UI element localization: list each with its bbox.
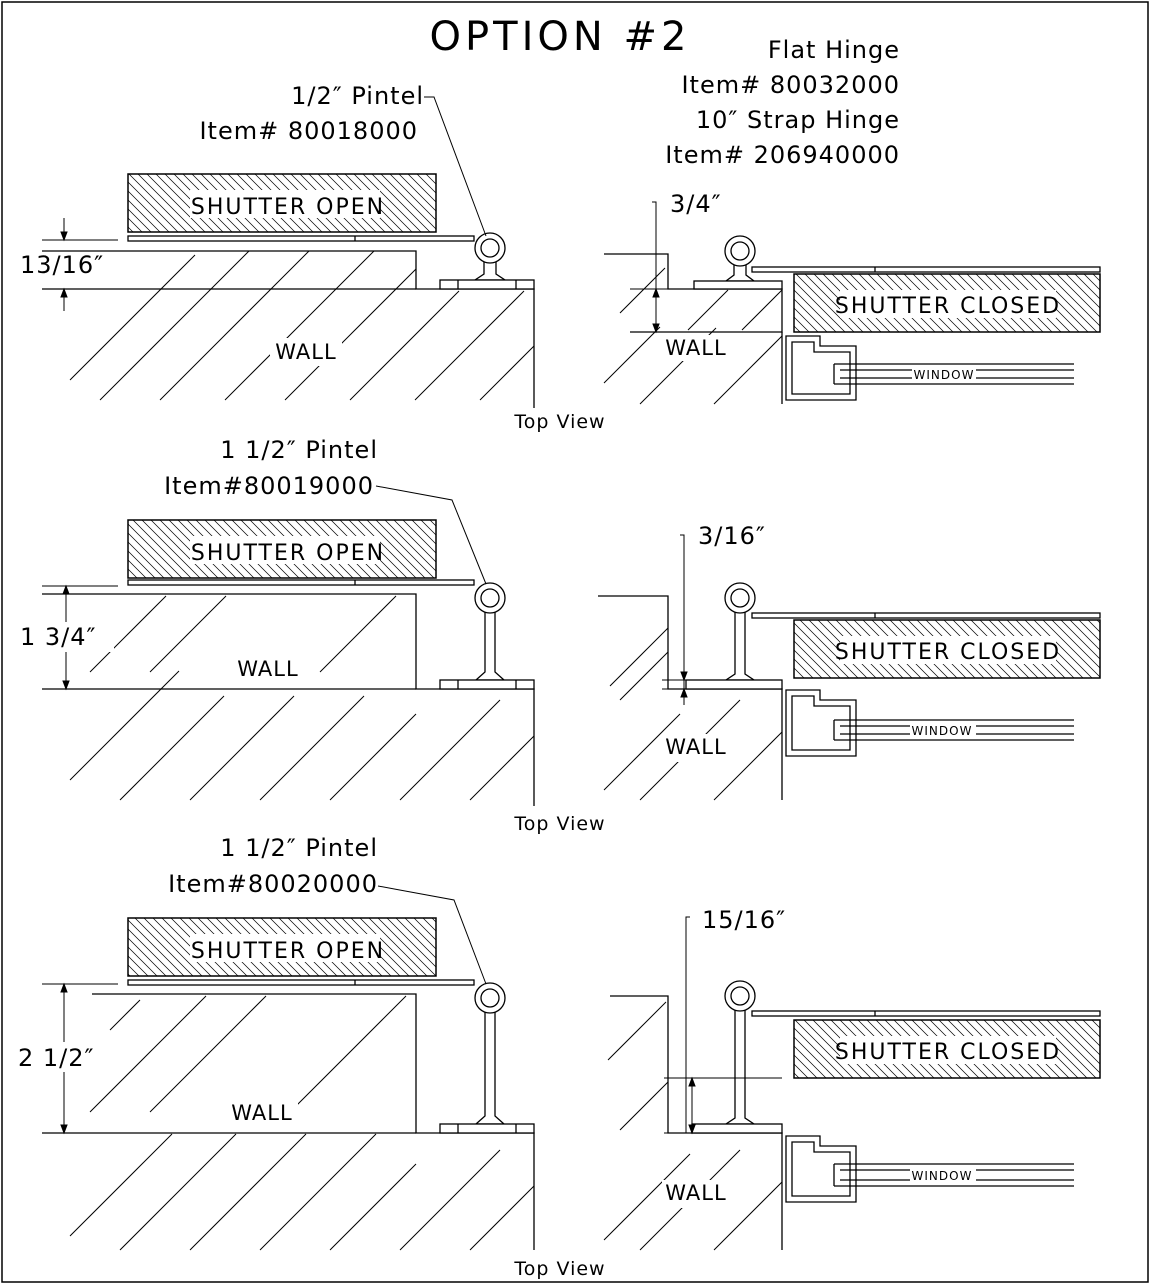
wall-surface [598,595,783,801]
dimension [630,201,700,334]
row-3-closed-view: WALL SHUTTER CLOSED WINDOW [603,906,1101,1251]
shutter-open-label: SHUTTER OPEN [191,541,385,566]
window-label: WINDOW [912,1169,973,1183]
pintel-label: 1 1/2″ Pintel [220,436,378,464]
pintel-hardware [439,982,535,1134]
open-dimension-label: 1 3/4″ [20,623,97,651]
row-3-open-view: SHUTTER OPEN [16,834,535,1251]
wall-label: WALL [665,1181,726,1205]
wall-label: WALL [231,1101,292,1125]
hinge-callout: Flat Hinge Item# 80032000 10″ Strap Hing… [665,36,900,169]
wall-label: WALL [665,336,726,360]
shutter-open-label: SHUTTER OPEN [191,195,385,220]
top-view-caption: Top View [513,411,605,433]
shutter-open-panel [127,173,437,233]
closed-dimension-label: 15/16″ [702,906,786,934]
row-2-closed-view: WALL SHUTTER CLOSED WINDOW [598,522,1101,801]
shutter-closed-label: SHUTTER CLOSED [835,640,1061,665]
shutter-closed-label: SHUTTER CLOSED [835,294,1061,319]
wall-surface [42,250,535,408]
pintel-hardware [691,980,783,1134]
open-dimension-label: 2 1/2″ [18,1044,95,1072]
pintel-hardware [685,582,783,690]
strap-hinge [127,235,475,242]
shutter-open-panel [127,519,437,579]
wall-label: WALL [237,657,298,681]
leader-line [375,485,487,585]
dimension [662,534,700,705]
row-1-open-view: SHUTTER OPEN WALL [20,82,535,408]
wall-surface [603,253,783,405]
wall-label: WALL [275,340,336,364]
window-label: WINDOW [912,724,973,738]
strap-hinge [751,266,1101,273]
wall-label: WALL [665,735,726,759]
window-label: WINDOW [914,368,975,382]
dimension [664,916,782,1135]
pintel-hardware [439,582,535,690]
top-view-caption: Top View [513,1258,605,1280]
window-frame [785,335,1074,401]
shutter-open-label: SHUTTER OPEN [191,939,385,964]
strap-hinge-item-label: Item# 206940000 [665,141,900,169]
shutter-closed-label: SHUTTER CLOSED [835,1040,1061,1065]
open-dimension-label: 13/16″ [20,251,104,279]
wall-surface [42,593,535,806]
dimension [42,218,118,311]
pintel-label: 1 1/2″ Pintel [220,834,378,862]
leader-line [377,885,487,985]
pintel-item-label: Item#80020000 [168,870,378,898]
closed-dimension-label: 3/4″ [670,190,722,218]
pintel-hardware [439,232,535,290]
flat-hinge-item-label: Item# 80032000 [681,71,900,99]
row-2-detail: SHUTTER OPEN [18,436,1101,835]
strap-hinge [127,579,475,586]
row-2-open-view: SHUTTER OPEN [18,436,535,806]
row-1-detail: SHUTTER OPEN WALL [20,82,1101,433]
drawing-title: OPTION #2 [430,14,691,60]
closed-dimension-label: 3/16″ [698,522,766,550]
flat-hinge-label: Flat Hinge [768,36,900,64]
pintel-item-label: Item#80019000 [164,472,374,500]
leader-line [424,96,487,237]
strap-hinge [127,979,475,986]
wall-surface [603,995,783,1251]
window-frame [785,689,1074,757]
row-3-detail: SHUTTER OPEN [16,834,1101,1280]
pintel-hardware [693,235,783,290]
strap-hinge-label: 10″ Strap Hinge [696,106,900,134]
pintel-label: 1/2″ Pintel [291,82,424,110]
top-view-caption: Top View [513,813,605,835]
pintel-item-label: Item# 80018000 [199,117,418,145]
strap-hinge [751,1010,1101,1017]
strap-hinge [751,612,1101,619]
row-1-closed-view: WALL SHUTTER CLOSED WINDOW [603,190,1101,405]
wall-surface [42,993,535,1251]
window-frame [785,1135,1074,1203]
